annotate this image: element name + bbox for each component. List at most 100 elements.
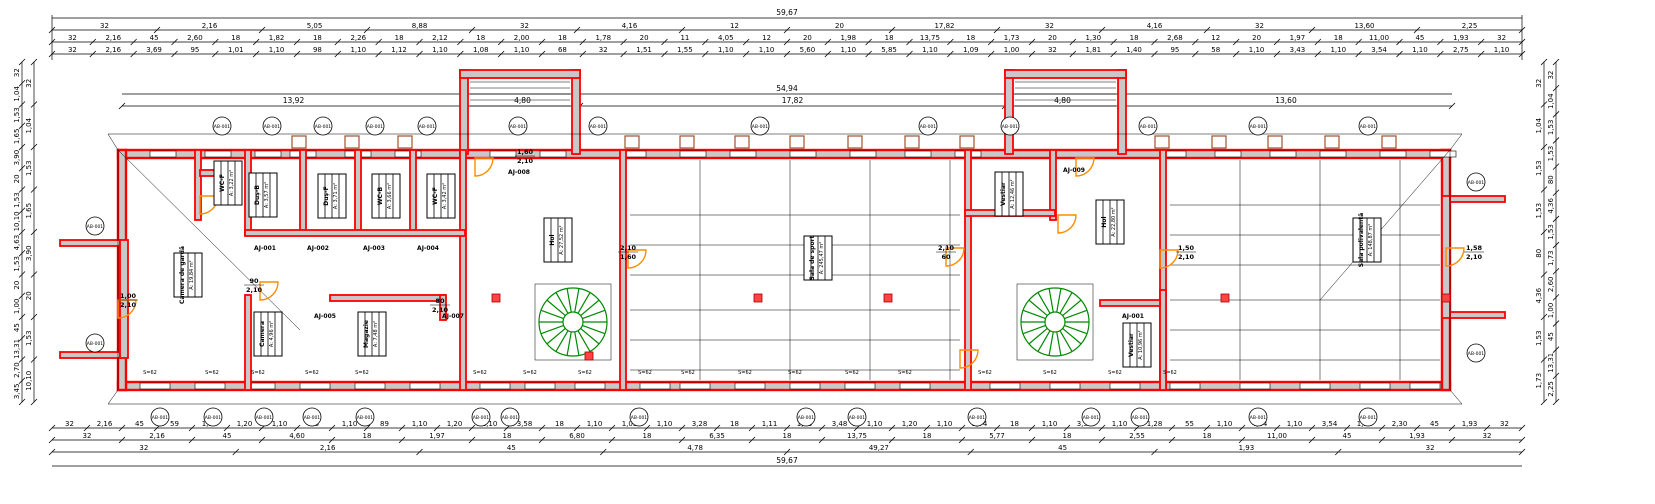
dim-top-row2-label: 18 xyxy=(1334,34,1343,42)
dim-bottom-row3-tick xyxy=(599,448,607,456)
spiral-stair-east-tread xyxy=(1022,309,1046,320)
dim-top-row2-label: 1,98 xyxy=(840,34,856,42)
interior-wall xyxy=(459,149,467,391)
opening-width: 1,58 xyxy=(1466,244,1483,252)
dim-top-row1-label: 2,16 xyxy=(202,22,218,30)
porch-east-wall xyxy=(1117,69,1127,155)
dim-left-tick xyxy=(18,334,26,342)
spiral-stair-west-tread xyxy=(540,309,564,320)
dim-bottom-row1-tick xyxy=(538,424,546,432)
column-marker xyxy=(491,293,501,303)
window-tag-east-circle xyxy=(1466,343,1486,363)
door-swing xyxy=(259,281,279,301)
dim-bottom-row1-tick xyxy=(818,424,826,432)
dim-right-label: 32 xyxy=(1547,71,1555,80)
window-tag-east-label: AB-001 xyxy=(1468,180,1485,186)
dim-top-row2-label: 1,93 xyxy=(1453,34,1469,42)
sill-label: S=62 xyxy=(898,370,912,376)
window-tag-south-circle xyxy=(847,407,867,427)
dim-top-row3-label: 1,10 xyxy=(1412,46,1428,54)
door-swing xyxy=(945,247,965,267)
dim-top-row3-tick xyxy=(497,50,505,58)
dim-left-label: 20 xyxy=(13,174,21,183)
dim-top-row1-label: 32 xyxy=(1045,22,1054,30)
dim-left-tick xyxy=(18,356,26,363)
dim-top-row1-tick xyxy=(1308,26,1316,34)
dim-right-tick xyxy=(1552,346,1560,353)
east-annex-bottom xyxy=(1449,311,1506,319)
dim-bottom-row1-label: 1,10 xyxy=(342,420,358,428)
dim-top-row2-tick xyxy=(661,38,668,46)
window-tag-south-circle xyxy=(1248,407,1268,427)
dim-left-tick xyxy=(18,377,26,385)
window-north xyxy=(204,150,232,158)
column-marker xyxy=(1441,293,1451,303)
window-north xyxy=(1429,150,1457,158)
window-south xyxy=(139,382,171,390)
dim-top-row1-label: 4,16 xyxy=(1147,22,1163,30)
sill-label: S=62 xyxy=(788,370,802,376)
window-tag-north-circle xyxy=(1138,116,1158,136)
dim-top-row1-tick xyxy=(258,26,266,34)
room-name: Camera xyxy=(259,321,266,347)
dim-bottom-row1-label: 1,10 xyxy=(937,420,953,428)
dim-right-inner-tick xyxy=(1540,271,1548,278)
dim-right-tick xyxy=(1552,215,1560,223)
window-tag-west-circle xyxy=(85,333,105,353)
dim-bottom-row2-label: 18 xyxy=(643,432,652,440)
dim-bottom-row2-tick xyxy=(48,436,56,444)
dim-top-row3-tick xyxy=(1110,50,1117,58)
dim-top-row3-label: 1,81 xyxy=(1085,46,1101,54)
dim-top-row2-label: 4,05 xyxy=(718,34,734,42)
dim-bottom-row3-label: 49,27 xyxy=(869,444,889,452)
interior-wall xyxy=(194,149,202,221)
door-swing xyxy=(474,157,494,177)
dim-top-row2-tick xyxy=(1437,38,1444,46)
dim-bottom-row1-tick xyxy=(1063,424,1071,432)
dim-bottom-row2-label: 5,77 xyxy=(989,432,1005,440)
dim-top-row3-tick xyxy=(1518,50,1526,58)
window-tag-south-label: AB-001 xyxy=(1132,415,1149,421)
room-name: Sala de sport xyxy=(809,235,816,280)
sill-label: S=62 xyxy=(305,370,319,376)
window-south xyxy=(989,382,1021,390)
sill-label: S=62 xyxy=(205,370,219,376)
dim-top-row2-tick xyxy=(865,38,872,46)
dim-top-row3-label: 58 xyxy=(1211,46,1220,54)
dim-left-label: 1,53 xyxy=(13,107,21,123)
window-tag-north-circle xyxy=(212,116,232,136)
window-south xyxy=(479,382,511,390)
sill-label: S=62 xyxy=(251,370,265,376)
dim-bottom-row1-label: 1,10 xyxy=(272,420,288,428)
west-annex-wall xyxy=(119,239,129,359)
spiral-stair-west-tread xyxy=(555,292,569,314)
dim-bottom-row1-tick xyxy=(1098,424,1106,432)
column-marker xyxy=(883,293,893,303)
interior-wall xyxy=(409,149,417,236)
dim-bottom-row2-label: 11,00 xyxy=(1267,432,1287,440)
dim-right-tick xyxy=(1552,111,1560,118)
window-tag-south-label: AB-001 xyxy=(1083,415,1100,421)
window-south xyxy=(1409,382,1441,390)
room-name: Duș-B xyxy=(254,185,261,205)
dim-right-label: 1,53 xyxy=(1547,120,1555,136)
window-tag-north-label: AB-001 xyxy=(367,124,384,130)
dim-bottom-row2-tick xyxy=(118,436,126,444)
spiral-stair-west-tread xyxy=(574,331,580,356)
window-south xyxy=(524,382,556,390)
room-area: A: 7,48 m² xyxy=(373,321,379,347)
dim-bottom-row1-tick xyxy=(608,424,616,432)
dim-left-tick xyxy=(18,228,26,236)
dim-top-row1-tick xyxy=(678,26,686,34)
dim-top-row1-label: 17,82 xyxy=(934,22,954,30)
dim-bottom-row2-label: 18 xyxy=(503,432,512,440)
window-tag-south-label: AB-001 xyxy=(631,415,648,421)
window-tag-north-circle xyxy=(313,116,333,136)
dim-bottom-row1-tick xyxy=(433,424,441,432)
window-south xyxy=(1239,382,1271,390)
dim-top-row3-label: 32 xyxy=(68,46,77,54)
room-name: Duș-F xyxy=(323,186,330,205)
